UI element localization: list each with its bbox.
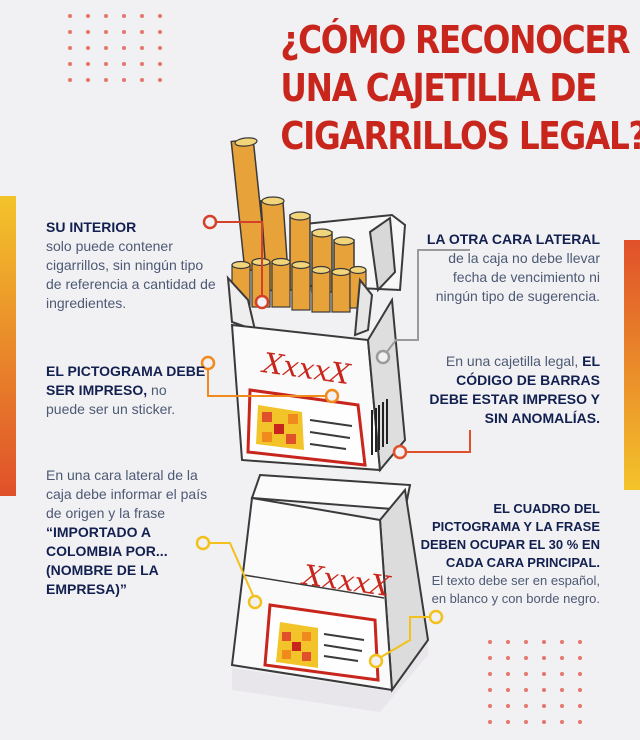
title-line-1: ¿CÓMO RECONOCER — [280, 18, 630, 62]
callout-origen-bold: “IMPORTADO A COLOMBIA POR... (NOMBRE DE … — [46, 524, 168, 597]
decor-dot — [578, 672, 582, 676]
decor-dot — [488, 720, 492, 724]
decor-dot — [140, 46, 144, 50]
decor-dot — [104, 14, 108, 18]
decor-dot — [578, 656, 582, 660]
decor-dot — [488, 672, 492, 676]
decor-dot — [560, 672, 564, 676]
callout-interior-text: solo puede contener cigarrillos, sin nin… — [46, 238, 216, 311]
callout-lateral-text: de la caja no debe llevar fecha de venci… — [435, 250, 600, 304]
decor-dot — [560, 640, 564, 644]
callout-barras-bold: EL CÓDIGO DE BARRAS DEBE ESTAR IMPRESO Y… — [429, 353, 600, 426]
callout-interior-bold: SU INTERIOR — [46, 219, 137, 235]
right-gradient-bar — [624, 240, 640, 490]
callout-cuadro-text: El texto debe ser en español, en blanco … — [431, 573, 600, 606]
decor-dot — [158, 46, 162, 50]
top-dots — [68, 14, 168, 94]
callout-pictograma-text: no puede ser un sticker. — [46, 382, 176, 417]
decor-dot — [524, 656, 528, 660]
callout-barras-text: En una cajetilla legal, — [445, 353, 579, 369]
decor-dot — [542, 656, 546, 660]
decor-dot — [506, 672, 510, 676]
decor-dot — [86, 78, 90, 82]
decor-dot — [542, 688, 546, 692]
decor-dot — [86, 14, 90, 18]
barcode-icon — [371, 399, 388, 455]
callout-origen-text: En una cara lateral de la caja debe info… — [46, 467, 208, 521]
decor-dot — [68, 62, 72, 66]
decor-dot — [506, 688, 510, 692]
decor-dot — [158, 14, 162, 18]
decor-dot — [506, 704, 510, 708]
decor-dot — [524, 704, 528, 708]
decor-dot — [488, 656, 492, 660]
callout-interior: SU INTERIOR solo puede contener cigarril… — [46, 218, 216, 313]
decor-dot — [542, 672, 546, 676]
decor-dot — [68, 46, 72, 50]
title-line-2: UNA CAJETILLA DE — [280, 66, 597, 110]
title-line-3: CIGARRILLOS LEGAL? — [280, 114, 640, 158]
decor-dot — [488, 688, 492, 692]
decor-dot — [506, 720, 510, 724]
callout-lateral-bold: LA OTRA CARA LATERAL — [426, 231, 600, 247]
decor-dot — [560, 720, 564, 724]
callout-pictograma-bold: EL PICTOGRAMA DEBE SER IMPRESO, — [46, 363, 206, 398]
decor-dot — [578, 640, 582, 644]
decor-dot — [488, 640, 492, 644]
decor-dot — [560, 704, 564, 708]
decor-dot — [122, 78, 126, 82]
decor-dot — [122, 46, 126, 50]
page-title: ¿CÓMO RECONOCER UNA CAJETILLA DE CIGARRI… — [280, 16, 640, 160]
decor-dot — [104, 30, 108, 34]
decor-dot — [122, 62, 126, 66]
callout-cuadro: EL CUADRO DEL PICTOGRAMA Y LA FRASE DEBE… — [414, 500, 600, 608]
decor-dot — [560, 688, 564, 692]
decor-dot — [140, 78, 144, 82]
decor-dot — [560, 656, 564, 660]
decor-dot — [542, 640, 546, 644]
decor-dot — [524, 640, 528, 644]
decor-dot — [122, 14, 126, 18]
decor-dot — [158, 62, 162, 66]
closed-pack-icon — [230, 473, 430, 712]
callout-barras: En una cajetilla legal, EL CÓDIGO DE BAR… — [424, 352, 600, 428]
decor-dot — [68, 78, 72, 82]
decor-dot — [524, 688, 528, 692]
decor-dot — [140, 30, 144, 34]
decor-dot — [86, 46, 90, 50]
decor-dot — [86, 62, 90, 66]
decor-dot — [68, 30, 72, 34]
decor-dot — [578, 688, 582, 692]
decor-dot — [506, 640, 510, 644]
callout-origen: En una cara lateral de la caja debe info… — [46, 466, 218, 599]
callout-pictograma: EL PICTOGRAMA DEBE SER IMPRESO, no puede… — [46, 362, 206, 419]
decor-dot — [524, 720, 528, 724]
decor-dot — [488, 704, 492, 708]
decor-dot — [140, 14, 144, 18]
decor-dot — [506, 656, 510, 660]
decor-dot — [140, 62, 144, 66]
decor-dot — [104, 78, 108, 82]
decor-dot — [68, 14, 72, 18]
open-pack-icon — [226, 137, 407, 473]
decor-dot — [158, 78, 162, 82]
decor-dot — [578, 720, 582, 724]
decor-dot — [158, 30, 162, 34]
decor-dot — [104, 46, 108, 50]
decor-dot — [524, 672, 528, 676]
decor-dot — [542, 704, 546, 708]
decor-dot — [542, 720, 546, 724]
left-gradient-bar — [0, 196, 16, 496]
decor-dot — [86, 30, 90, 34]
decor-dot — [104, 62, 108, 66]
bottom-dots — [488, 640, 588, 740]
decor-dot — [122, 30, 126, 34]
decor-dot — [578, 704, 582, 708]
callout-cuadro-bold: EL CUADRO DEL PICTOGRAMA Y LA FRASE DEBE… — [420, 501, 600, 570]
callout-lateral: LA OTRA CARA LATERAL de la caja no debe … — [424, 230, 600, 306]
